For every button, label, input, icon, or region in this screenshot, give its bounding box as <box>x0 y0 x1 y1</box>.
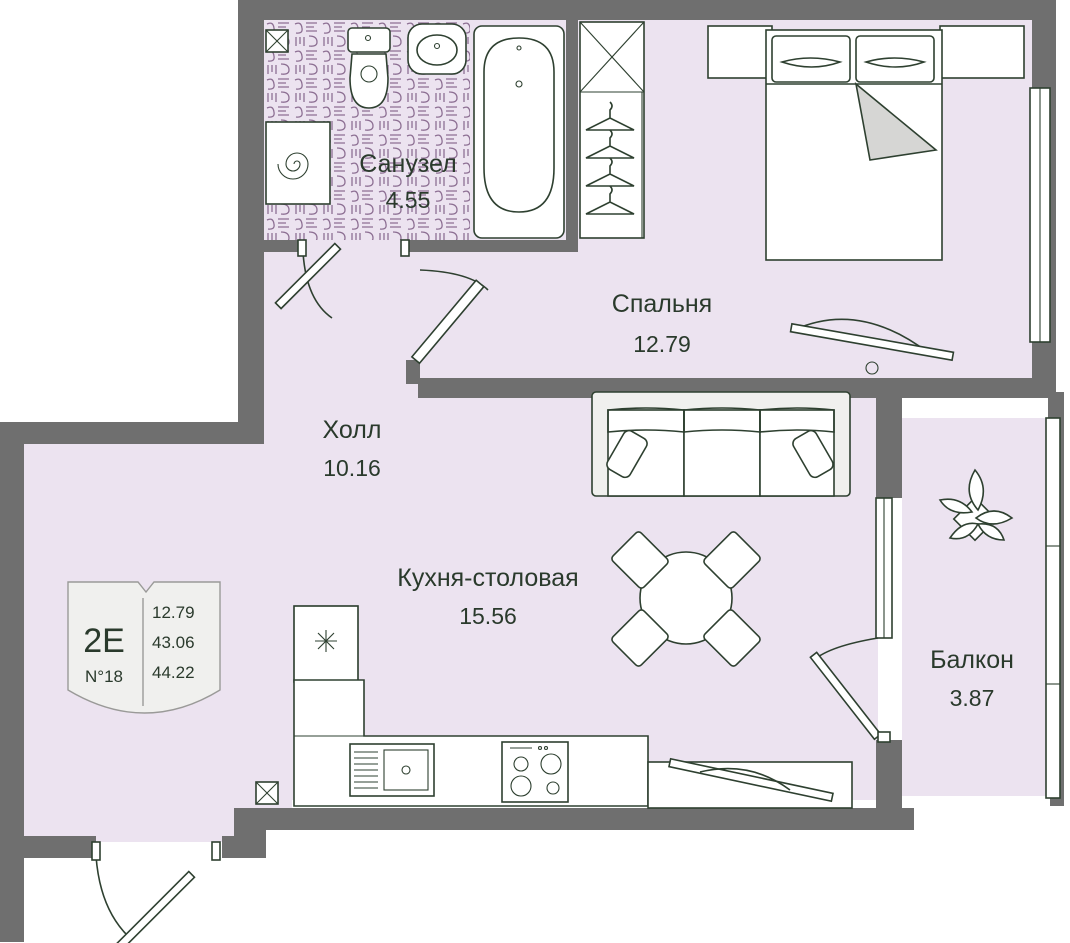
bathroom-area: 4.55 <box>386 187 431 213</box>
washing-machine-icon <box>265 121 331 205</box>
hall-area: 10.16 <box>323 455 381 481</box>
apartment-number: N°18 <box>85 667 123 686</box>
kitchen-balcony-window-icon <box>875 497 893 639</box>
bed-icon <box>707 25 1025 261</box>
hall-name: Холл <box>323 416 382 444</box>
balcony-area: 3.87 <box>950 685 995 711</box>
kitchen-area: 15.56 <box>459 603 517 629</box>
bathtub-icon <box>473 25 565 239</box>
door-icon <box>274 239 410 319</box>
plant-icon <box>938 468 1014 542</box>
hanger-icon <box>585 101 635 215</box>
door-icon <box>647 757 853 809</box>
door-icon <box>789 318 955 375</box>
vent-icon <box>265 29 289 53</box>
stove-icon <box>501 741 569 803</box>
badge-total-area: 43.06 <box>152 633 195 652</box>
door-icon <box>410 269 489 365</box>
bedroom-name: Спальня <box>612 290 712 318</box>
sink-icon <box>407 23 467 75</box>
door-icon <box>91 841 221 943</box>
door-icon <box>809 637 891 743</box>
apartment-code: 2E <box>83 622 125 660</box>
badge-total-area-with-balcony: 44.22 <box>152 663 195 682</box>
window-icon <box>1029 87 1051 343</box>
vent-icon <box>255 781 279 805</box>
sofa-icon <box>591 391 851 497</box>
toilet-icon <box>347 27 391 109</box>
chair-icon <box>611 531 761 667</box>
kitchen-name: Кухня-столовая <box>397 564 578 592</box>
sink-icon <box>349 743 435 797</box>
badge-living-area: 12.79 <box>152 603 195 622</box>
bathroom-name: Санузел <box>359 150 456 178</box>
balcony-name: Балкон <box>930 646 1014 674</box>
fridge-icon <box>293 605 359 683</box>
balcony-window-icon <box>1045 417 1061 799</box>
dining-table-icon <box>639 551 733 645</box>
apartment-badge: 2E N°18 12.79 43.06 44.22 <box>67 581 221 714</box>
bedroom-area: 12.79 <box>633 331 691 357</box>
